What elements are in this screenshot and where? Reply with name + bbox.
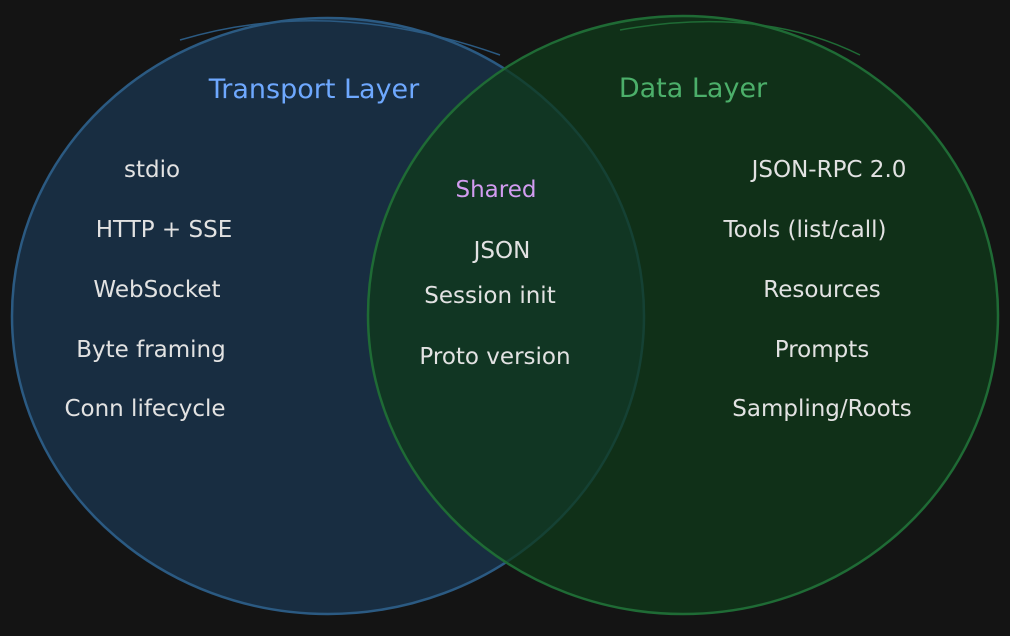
- shared-item: Proto version: [419, 344, 570, 370]
- transport-layer-title: Transport Layer: [208, 74, 420, 105]
- data-item: Prompts: [775, 337, 870, 363]
- transport-item: HTTP + SSE: [96, 217, 232, 243]
- shared-item: JSON: [472, 238, 531, 264]
- data-item: Sampling/Roots: [732, 396, 912, 422]
- data-layer-title: Data Layer: [619, 73, 768, 104]
- left-circle-sketch-stroke: [179, 19, 501, 56]
- transport-item: WebSocket: [93, 277, 220, 303]
- data-item: JSON-RPC 2.0: [750, 157, 907, 183]
- data-item: Resources: [763, 277, 880, 303]
- transport-item: Byte framing: [76, 337, 226, 363]
- transport-item: Conn lifecycle: [64, 396, 225, 422]
- data-layer-circle: [366, 14, 1000, 616]
- shared-item: Session init: [424, 283, 555, 309]
- shared-title: Shared: [456, 177, 537, 203]
- transport-item: stdio: [124, 157, 180, 183]
- right-circle-sketch-stroke: [619, 20, 861, 56]
- data-item: Tools (list/call): [723, 217, 887, 243]
